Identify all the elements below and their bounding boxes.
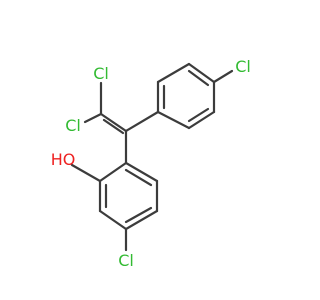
ring-top-bond-3 bbox=[187, 62, 216, 84]
ring-bottom-bond-1 bbox=[124, 161, 159, 183]
ring-bottom-bond-3 bbox=[124, 209, 159, 231]
ring-top-bond-2 bbox=[156, 62, 191, 84]
ring-bottom-bond-3-inner bbox=[124, 206, 153, 224]
atom-cl-vinyl-top: Cl bbox=[93, 64, 109, 83]
bond-ring-top-cl bbox=[212, 69, 234, 84]
bond-c2-ring-top bbox=[124, 110, 160, 133]
atom-cl-ring-bottom: Cl bbox=[118, 251, 134, 270]
atom-hydroxyl: HO bbox=[51, 150, 76, 169]
bond-c1-c2-double-a bbox=[99, 112, 128, 133]
atom-cl-para: Cl bbox=[235, 57, 251, 76]
ring-bottom-bond-4 bbox=[98, 209, 128, 231]
ring-top-bond-5-inner bbox=[187, 107, 210, 123]
structure-canvas: Cl Cl Cl HO Cl bbox=[51, 57, 251, 270]
ring-bottom-bond-6 bbox=[98, 161, 128, 183]
bond-c1-cl-left bbox=[83, 112, 103, 124]
ring-top-bond-5 bbox=[187, 110, 216, 130]
ring-top-bond-3-inner bbox=[187, 69, 210, 87]
atom-cl-vinyl-left: Cl bbox=[65, 116, 81, 135]
ring-top-bond-6 bbox=[156, 110, 191, 130]
ring-bottom-bond-1-inner bbox=[124, 168, 153, 187]
bond-c1-c2-double-b bbox=[102, 118, 125, 135]
molecule-diagram: Cl Cl Cl HO Cl bbox=[51, 57, 251, 270]
bond-ring-oh bbox=[70, 163, 102, 183]
